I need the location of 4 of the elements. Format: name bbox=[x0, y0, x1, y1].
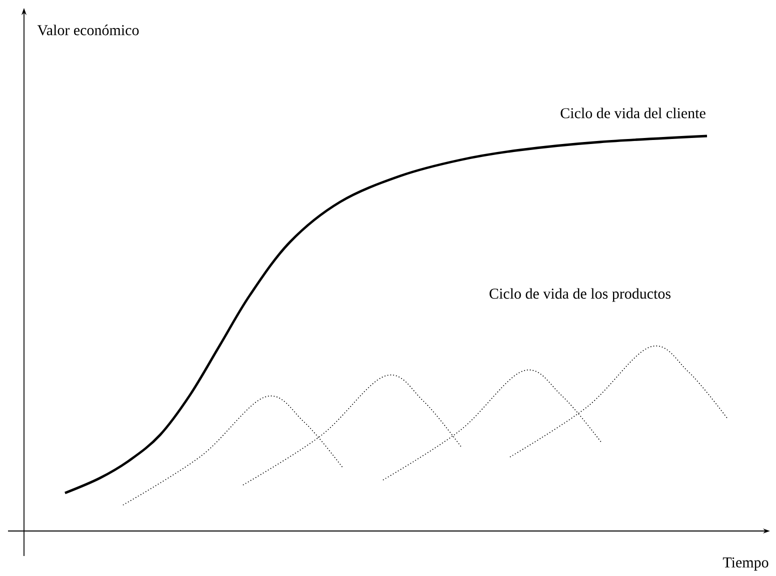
curve-label: Ciclo de vida de los productos bbox=[490, 288, 670, 302]
axis-label: Valor económico bbox=[37, 24, 139, 36]
curve-label: Ciclo de vida del cliente bbox=[560, 108, 706, 118]
axis-label: Tiempo bbox=[722, 557, 768, 571]
